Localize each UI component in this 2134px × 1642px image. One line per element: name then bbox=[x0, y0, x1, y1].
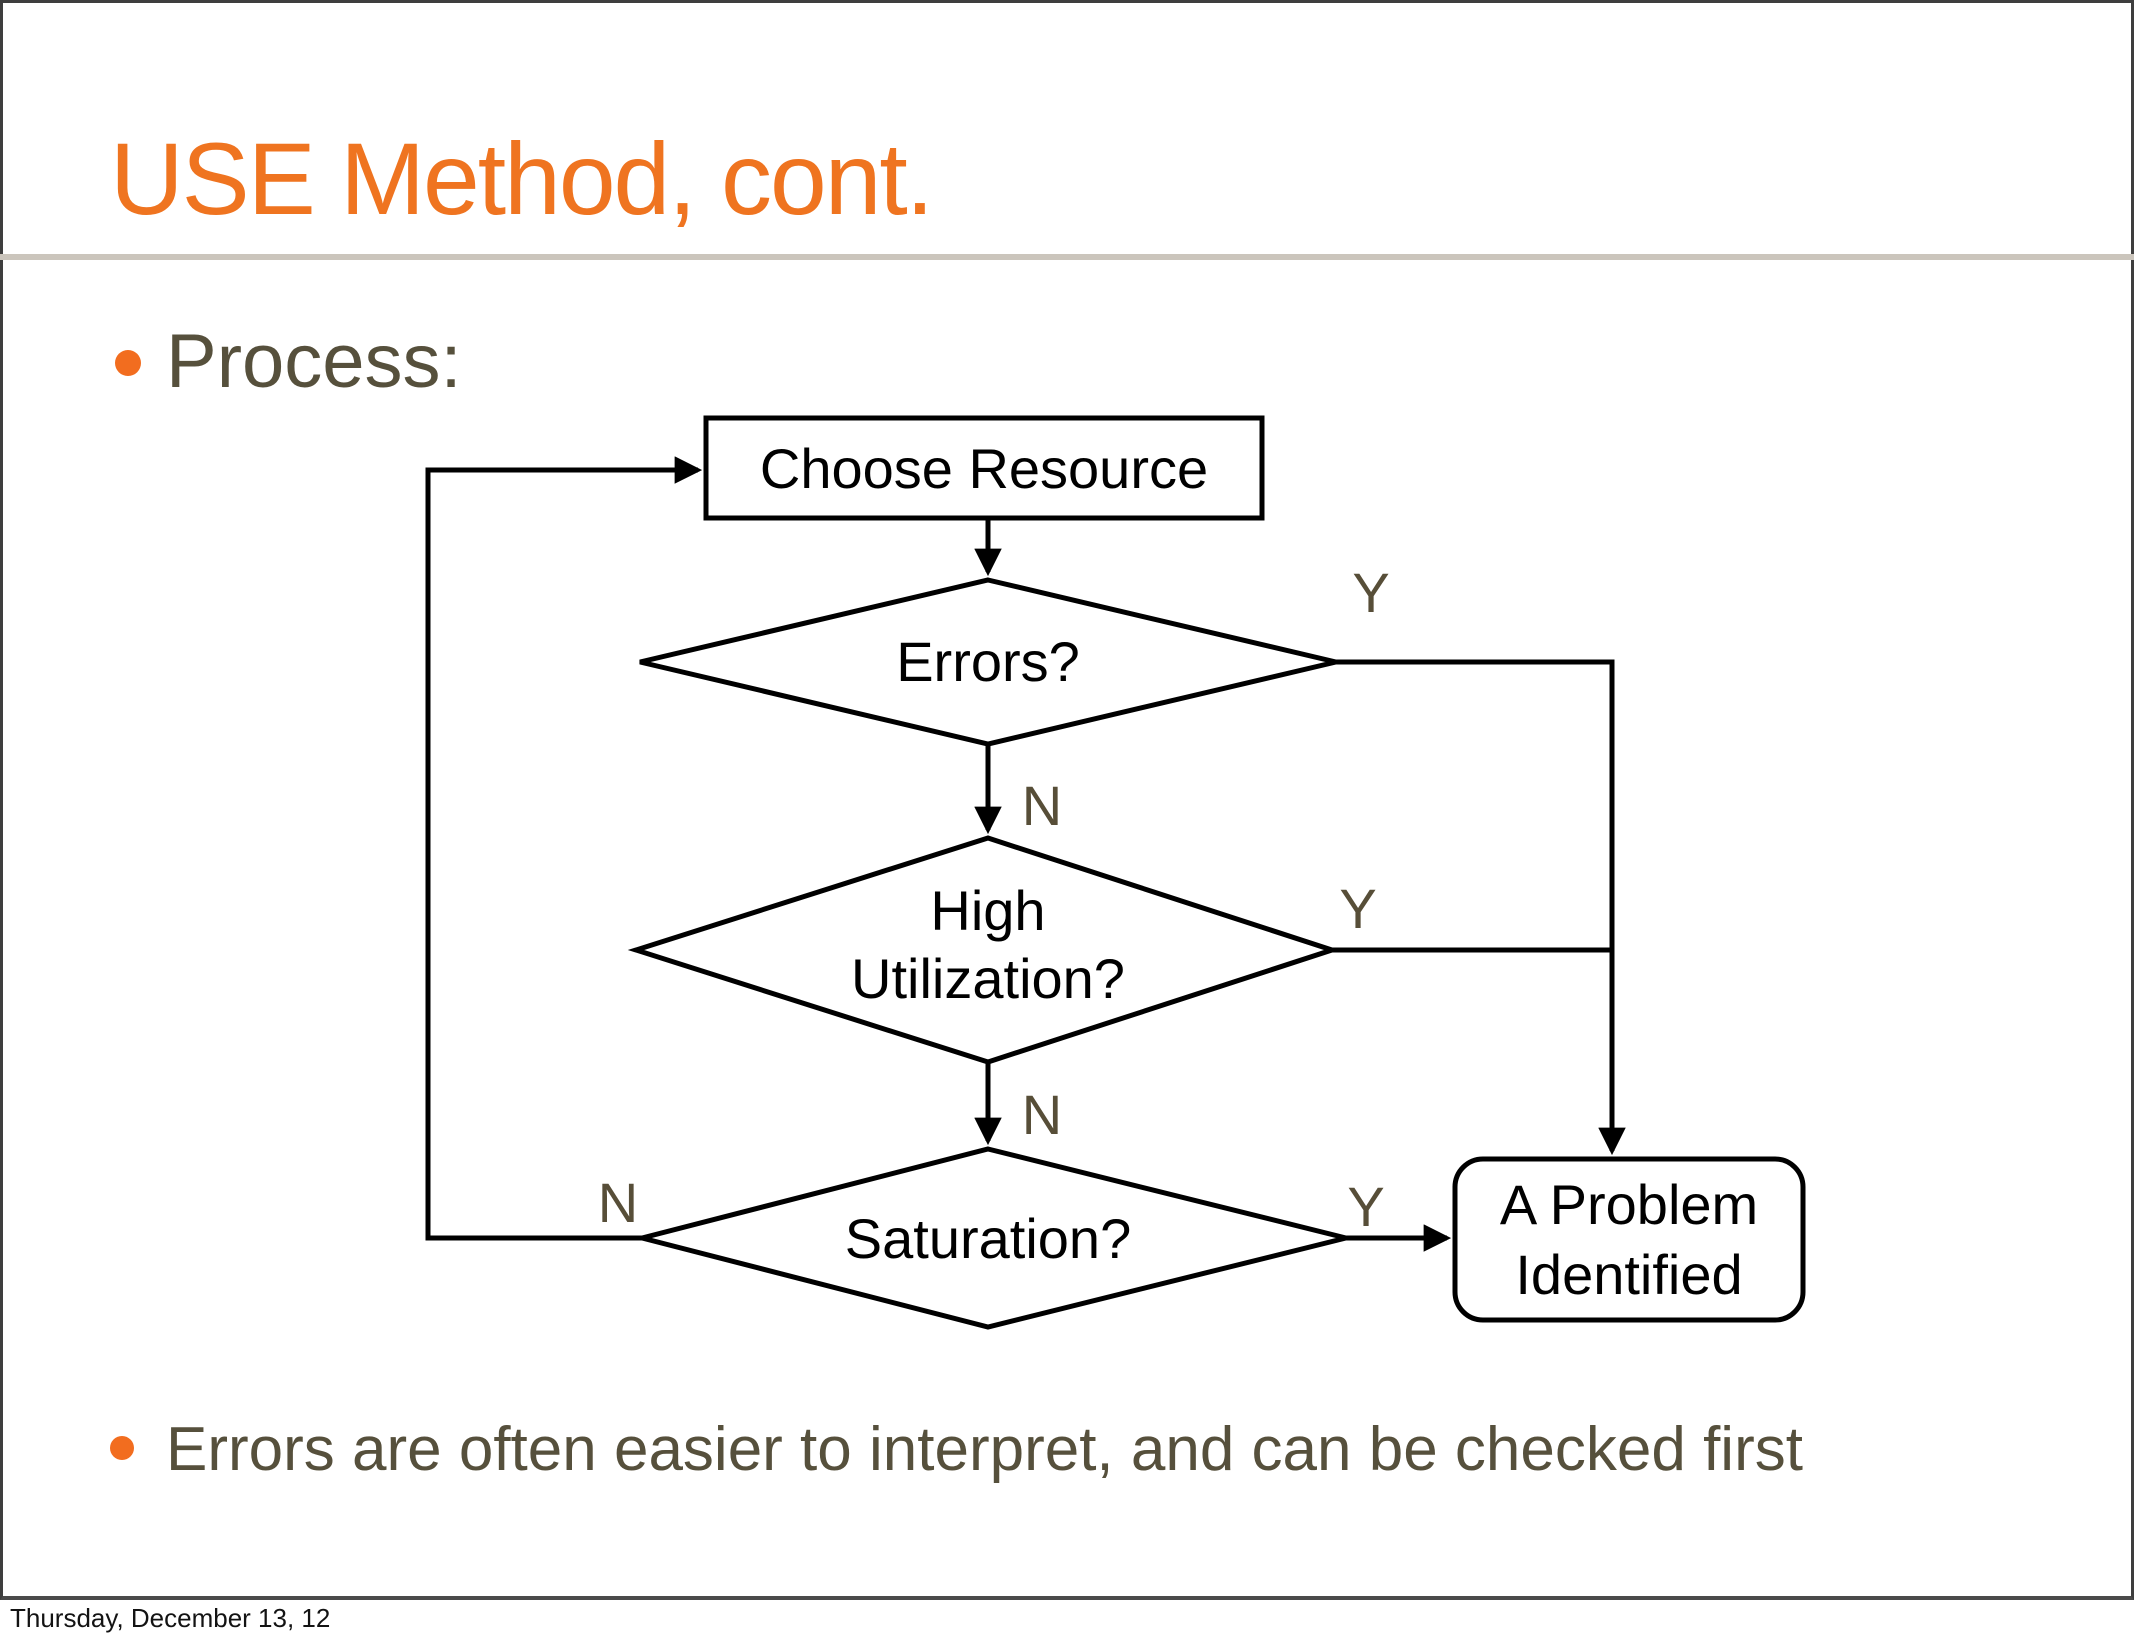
slide-frame bbox=[0, 0, 2134, 1600]
node-saturation-diamond bbox=[641, 1146, 1347, 1330]
high-utilization-label-line1: High bbox=[930, 879, 1045, 942]
problem-identified-label-line1: A Problem bbox=[1500, 1173, 1758, 1236]
page-title: USE Method, cont. bbox=[110, 122, 934, 236]
footer-date: Thursday, December 13, 12 bbox=[10, 1603, 331, 1633]
saturation-no-label: N bbox=[598, 1171, 638, 1234]
bullet-errors-note: Errors are often easier to interpret, an… bbox=[166, 1415, 1803, 1484]
saturation-label: Saturation? bbox=[845, 1207, 1131, 1270]
title-divider bbox=[0, 254, 2134, 260]
high-utilization-yes-label: Y bbox=[1339, 877, 1376, 940]
high-utilization-label-line2: Utilization? bbox=[851, 947, 1125, 1010]
problem-identified-label-line2: Identified bbox=[1515, 1243, 1742, 1306]
edge-errors-yes bbox=[1336, 659, 1626, 1156]
saturation-yes-label: Y bbox=[1347, 1175, 1384, 1238]
errors-yes-label: Y bbox=[1352, 561, 1389, 624]
node-choose-resource bbox=[703, 415, 1265, 521]
bullet-process: Process: bbox=[166, 319, 462, 404]
bullet-dot bbox=[110, 1436, 134, 1460]
node-errors-diamond bbox=[639, 577, 1337, 747]
choose-resource-label: Choose Resource bbox=[760, 437, 1208, 500]
high-utilization-no-label: N bbox=[1022, 1083, 1062, 1146]
node-high-utilization-diamond bbox=[627, 835, 1341, 1065]
bullet-dot bbox=[115, 350, 141, 376]
errors-no-label: N bbox=[1022, 774, 1062, 837]
node-problem-identified bbox=[1452, 1156, 1806, 1323]
edge-saturation-no-loop bbox=[425, 456, 703, 1241]
errors-label: Errors? bbox=[896, 630, 1080, 693]
